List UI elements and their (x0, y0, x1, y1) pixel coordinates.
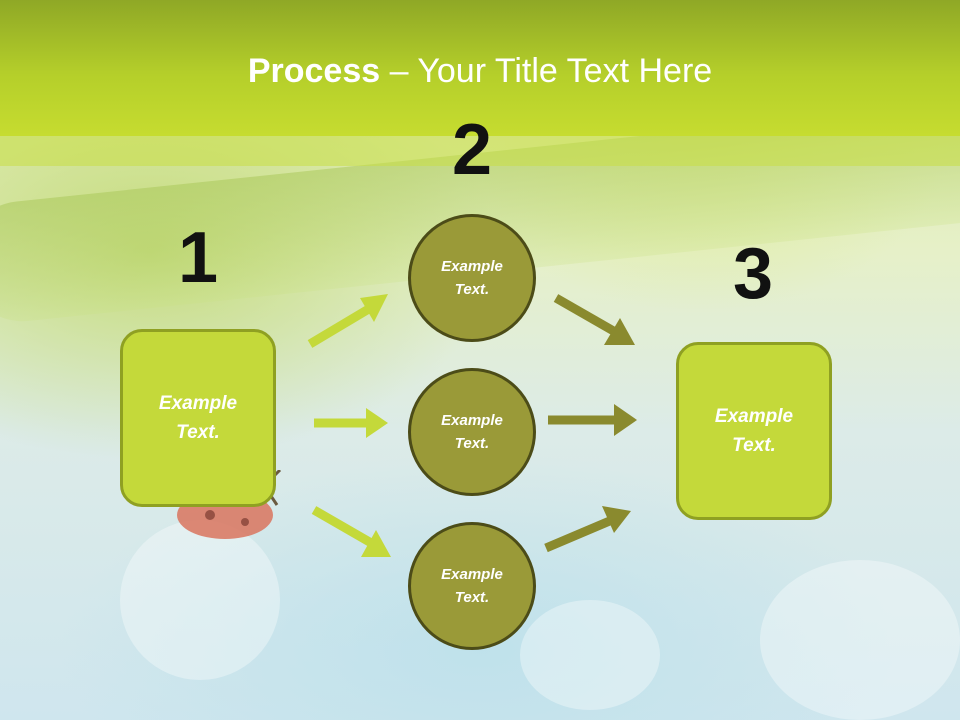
arrow-start-to-top (307, 294, 388, 348)
header-band (0, 136, 960, 166)
arrow-bottom-to-end (544, 506, 631, 553)
start-box-label: Example Text. (158, 393, 238, 443)
step-number-2: 2 (451, 110, 493, 190)
top-circle-label: Example Text. (441, 258, 503, 298)
step-number-1: 1 (177, 218, 219, 298)
bokeh-circle (760, 560, 960, 720)
bottom-circle-label: Example Text. (441, 566, 503, 606)
start-box: Example Text. (120, 329, 276, 507)
slide-title: Process – Your Title Text Here (0, 52, 960, 100)
step-number-3: 3 (732, 234, 774, 314)
bottom-circle: Example Text. (408, 522, 536, 650)
arrow-start-to-bottom (311, 506, 391, 557)
bokeh-circle (520, 600, 660, 710)
title-rest: – Your Title Text Here (380, 52, 713, 90)
middle-circle: Example Text. (408, 368, 536, 496)
end-box-label: Example Text. (714, 406, 794, 456)
top-circle: Example Text. (408, 214, 536, 342)
bokeh-circle (120, 520, 280, 680)
title-bold: Process (247, 52, 381, 90)
arrow-start-to-middle (314, 408, 388, 438)
middle-circle-label: Example Text. (441, 412, 503, 452)
end-box: Example Text. (676, 342, 832, 520)
header-bar (0, 0, 960, 136)
arrow-middle-to-end (548, 404, 637, 436)
arrow-top-to-end (553, 294, 635, 345)
